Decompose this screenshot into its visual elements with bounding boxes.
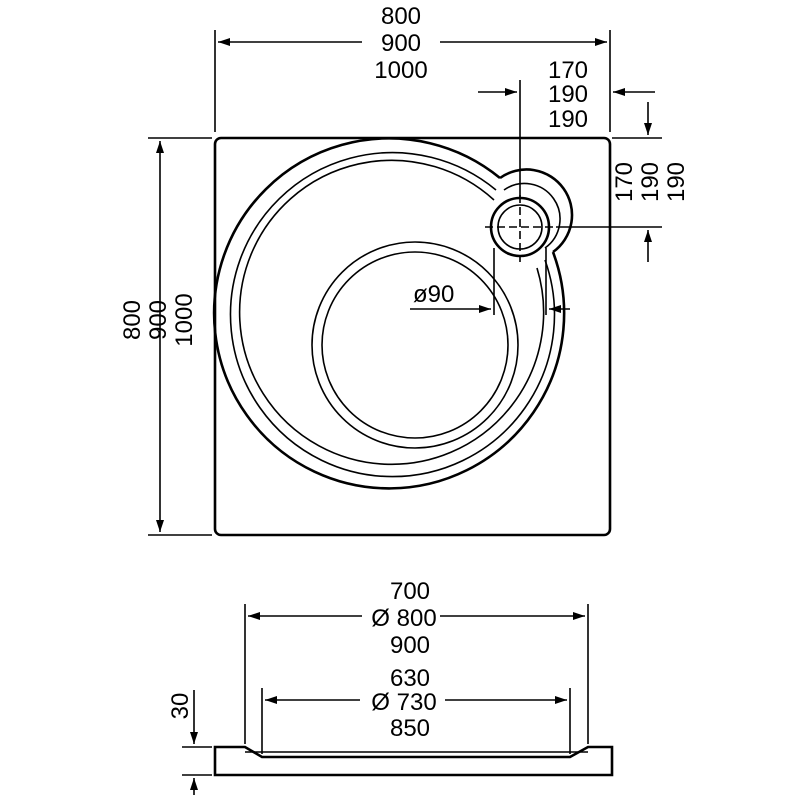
left-height-label-3: 1000	[171, 293, 198, 346]
basin-rim-inner-line	[229, 151, 556, 478]
drain	[485, 195, 555, 262]
drain-recess-inner	[503, 182, 561, 249]
inner-diameter-label-2: Ø 730	[371, 689, 436, 716]
outer-diameter-label-2: Ø 800	[371, 605, 436, 632]
top-width-label-3: 1000	[374, 57, 427, 84]
top-width-label-2: 900	[381, 30, 421, 57]
left-height-dimension: 800 900 1000	[119, 137, 212, 536]
drain-diameter-label: ø90	[413, 281, 454, 308]
top-width-label-1: 800	[381, 3, 421, 30]
drain-x-offset-dimension: 170 190 190	[478, 57, 655, 198]
left-height-label-2: 900	[145, 300, 172, 340]
drain-recess	[499, 168, 574, 254]
basin-inner-wall	[238, 159, 545, 466]
drain-y-label-1: 170	[611, 162, 638, 202]
drain-y-offset-dimension: 170 190 190	[556, 102, 690, 262]
tray-section-body	[213, 745, 614, 777]
outer-diameter-label-3: 900	[390, 632, 430, 659]
drain-y-label-3: 190	[663, 162, 690, 202]
outer-diameter-dimension: 700 Ø 800 900	[244, 578, 589, 744]
inner-diameter-label-3: 850	[390, 715, 430, 742]
basin-floor-inner	[321, 251, 509, 439]
basin-outer-rim	[212, 137, 566, 490]
tray-height-dimension: 30	[167, 690, 212, 795]
inner-diameter-label-1: 630	[390, 665, 430, 692]
top-width-dimension: 800 900 1000	[214, 3, 611, 132]
tray-height-label: 30	[167, 693, 194, 720]
section-view: 700 Ø 800 900 630 Ø 730 850 30	[167, 578, 614, 795]
plan-view: 800 900 1000 170 190 190 170 190	[119, 3, 690, 537]
drain-x-label-2: 190	[548, 81, 588, 108]
left-height-label-1: 800	[119, 300, 146, 340]
basin-floor-outer	[311, 241, 519, 449]
drain-x-label-3: 190	[548, 106, 588, 133]
outer-diameter-label-1: 700	[390, 578, 430, 605]
drain-y-label-2: 190	[637, 162, 664, 202]
drain-diameter-dimension: ø90	[410, 248, 570, 315]
drain-x-label-1: 170	[548, 57, 588, 84]
inner-diameter-dimension: 630 Ø 730 850	[261, 665, 571, 754]
